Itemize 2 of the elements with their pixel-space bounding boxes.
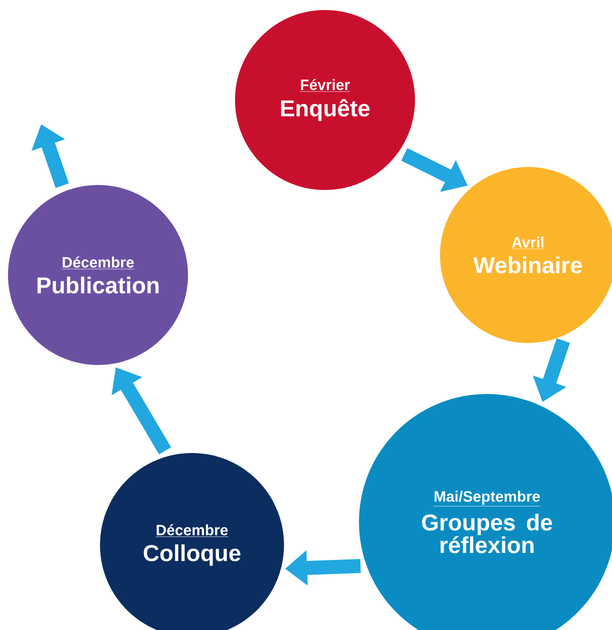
circle-node: Décembre Publication [8, 185, 188, 365]
circle-node: Février Enquête [235, 10, 415, 190]
